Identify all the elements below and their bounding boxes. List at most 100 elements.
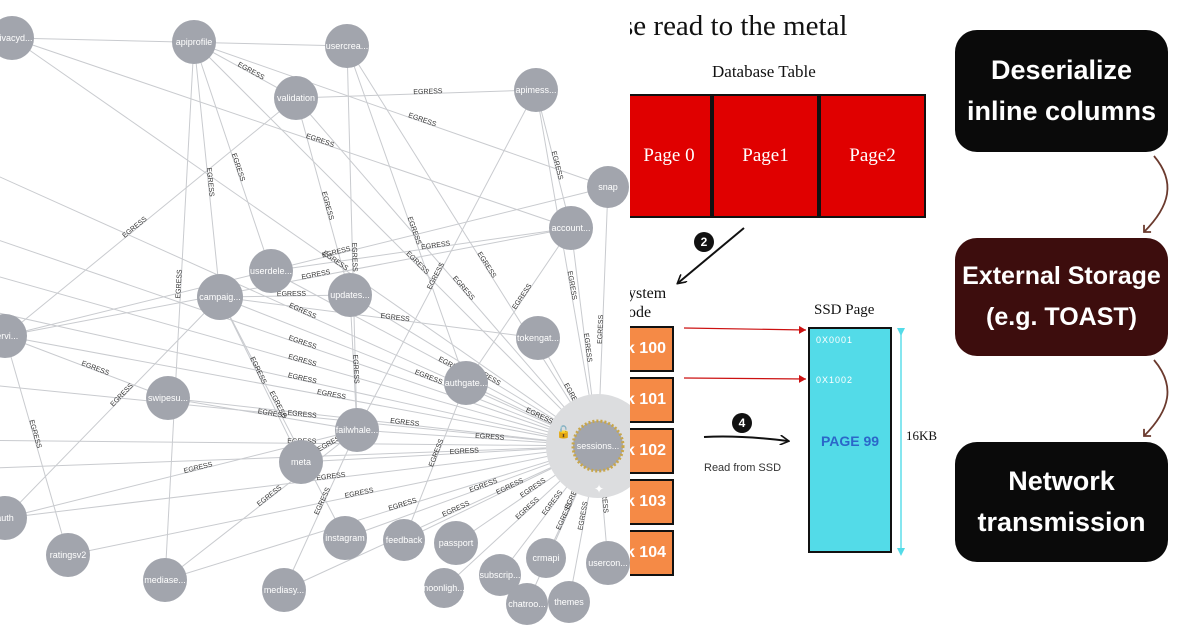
graph-node-label: usercon...: [588, 558, 628, 568]
graph-node-ratingsv2[interactable]: [46, 533, 90, 577]
graph-edge-label: EGRESS: [414, 369, 444, 386]
graph-edge: [219, 296, 539, 339]
graph-node-noonligh[interactable]: [424, 568, 464, 608]
graph-edge-label: EGRESS: [287, 410, 317, 420]
graph-edge-label: EGRESS: [257, 408, 287, 420]
graph-edge: [4, 296, 221, 519]
graph-node-chatroo[interactable]: [506, 583, 548, 625]
graph-edge-label: EGRESS: [287, 335, 317, 351]
graph-node-userdele[interactable]: [249, 249, 293, 293]
graph-node-label: mediase...: [144, 575, 186, 585]
graph-node-feedback[interactable]: [383, 519, 425, 561]
ssd-page-number: PAGE 99: [820, 433, 880, 449]
graph-node-themes[interactable]: [548, 581, 590, 623]
graph-edge: [465, 227, 572, 384]
step-deserialize-line1: Deserialize: [990, 55, 1133, 85]
step-deserialize-line2: inline columns: [966, 96, 1157, 126]
db-arrows: [630, 227, 905, 556]
graph-edge: [4, 335, 599, 447]
unlock-icon[interactable]: 🔓: [556, 425, 571, 439]
graph-node-validation[interactable]: [274, 76, 318, 120]
hub-node[interactable]: [571, 419, 625, 473]
graph-edge: [193, 41, 599, 447]
graph-node-instagram[interactable]: [323, 516, 367, 560]
graph-node-campaig[interactable]: [197, 274, 243, 320]
graph-node-apimess[interactable]: [514, 68, 558, 112]
graph-node-label: crmapi: [532, 553, 559, 563]
graph-node-auth[interactable]: [0, 496, 27, 540]
graph-node-tokengat[interactable]: [516, 316, 560, 360]
network-icon[interactable]: ✦: [594, 482, 604, 496]
graph-node-apiprofile[interactable]: [172, 20, 216, 64]
graph-edge-label: EGRESS: [351, 354, 360, 384]
graph-node-servi[interactable]: [0, 314, 27, 358]
graph-edge: [535, 89, 572, 229]
graph-node-label: failwhale...: [336, 425, 379, 435]
graph-edge: [403, 382, 467, 541]
graph-node-mediase[interactable]: [143, 558, 187, 602]
graph-edge-label: EGRESS: [316, 472, 346, 482]
graph-edge-label: EGRESS: [450, 447, 480, 456]
graph-hub: sessions...🔓✦: [546, 394, 630, 498]
graph-edge-label: EGRESS: [451, 275, 476, 302]
graph-node-label: swipesu...: [148, 393, 188, 403]
database-read-panel: se read to the metal Database Table Page…: [630, 0, 940, 630]
graph-edge: [0, 240, 599, 447]
graph-edge-label: EGRESS: [183, 461, 213, 475]
graph-node-label: ratingsv2: [50, 550, 87, 560]
graph-edge: [219, 296, 346, 539]
graph-edge: [193, 41, 609, 188]
graph-edge-label: EGRESS: [205, 167, 215, 197]
graph-node-authgate[interactable]: [444, 361, 488, 405]
graph-node-label: passport: [439, 538, 474, 548]
graph-edge-label: EGRESS: [230, 153, 246, 183]
graph-node-usercrea[interactable]: [325, 24, 369, 68]
table-to-fs-arrow: [678, 227, 745, 283]
graph-edge: [346, 45, 599, 447]
graph-edge-label: EGRESS: [577, 501, 589, 531]
graph-node-label: account...: [551, 223, 590, 233]
graph-edge: [67, 445, 599, 556]
graph-edge-label: EGRESS: [428, 438, 445, 468]
graph-edge: [0, 440, 599, 447]
graph-node-passport[interactable]: [434, 521, 478, 565]
graph-edge-label: EGRESS: [390, 418, 420, 428]
graph-node-meta[interactable]: [279, 440, 323, 484]
graph-node-privacyd[interactable]: [0, 16, 34, 60]
graph-node-label: themes: [554, 597, 584, 607]
graph-edge-label: EGRESS: [287, 372, 317, 385]
graph-edge: [167, 397, 599, 447]
graph-edge-label: EGRESS: [511, 283, 533, 311]
ssd-page-box: 0X0001 0X1002 PAGE 99: [808, 327, 892, 553]
graph-node-crmapi[interactable]: [526, 538, 566, 578]
page-cell-1: Page1: [712, 94, 819, 218]
graph-edge-label: EGRESS: [426, 261, 446, 290]
graph-node-updates[interactable]: [328, 273, 372, 317]
filesystem-label-line1: ystem: [630, 285, 667, 302]
graph-nodes: privacyd...apiprofileusercrea...validati…: [0, 16, 630, 625]
block-104: k 104: [630, 530, 674, 576]
graph-edge: [0, 276, 599, 447]
graph-node-account[interactable]: [549, 206, 593, 250]
graph-edge-label: EGRESS: [541, 489, 564, 517]
graph-node-snap[interactable]: [587, 166, 629, 208]
address-1: 0X1002: [816, 375, 854, 385]
graph-node-usercon[interactable]: [586, 541, 630, 585]
graph-node-label: campaig...: [199, 292, 241, 302]
graph-node-failwhale[interactable]: [335, 408, 379, 452]
graph-node-label: instagram: [325, 533, 365, 543]
graph-edge-label: EGRESS: [380, 313, 410, 324]
graph-edge: [167, 397, 358, 431]
page-cell-0: Page 0: [630, 94, 712, 218]
block-101: k 101: [630, 377, 674, 423]
graph-node-swipesu[interactable]: [146, 376, 190, 420]
graph-node-mediasy[interactable]: [262, 568, 306, 612]
graph-node-subscrip[interactable]: [479, 554, 521, 596]
read-from-ssd-arrow: [703, 437, 788, 442]
graph-node-label: usercrea...: [326, 41, 369, 51]
step-badge-2: 2: [694, 232, 714, 252]
graph-node-label: userdele...: [250, 266, 292, 276]
graph-edge-label: EGRESS: [277, 291, 307, 298]
graph-edge: [4, 97, 297, 337]
